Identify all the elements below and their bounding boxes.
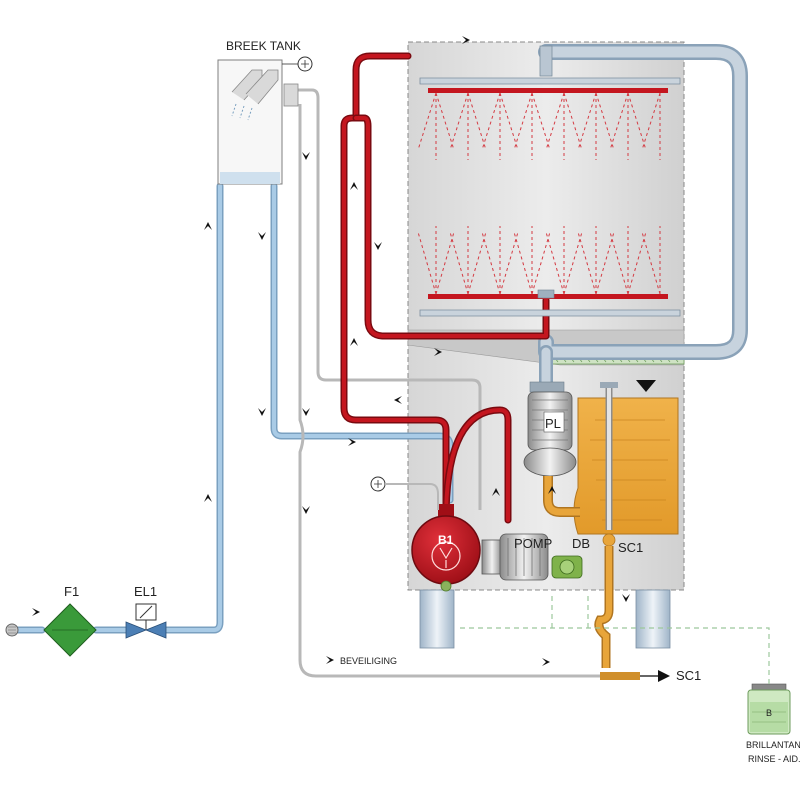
label-beveiliging: BEVEILIGING [340,656,397,666]
label-sc1-outlet: SC1 [676,668,701,683]
label-el1: EL1 [134,584,157,599]
label-pomp: POMP [514,536,552,551]
label-rinse-aid: RINSE - AID. [748,754,800,764]
rinse-aid-line [460,592,770,684]
wash-pump-pl [523,381,580,517]
hot-rinse-lines [340,52,550,524]
label-container-mark: B [766,708,772,718]
booster-pump [481,533,549,581]
drain-sc1 [594,382,618,668]
upper-wash-arm [419,45,681,93]
label-brillantante: BRILLANTANTE. [746,740,800,750]
pressure-gauge-icon [370,476,439,510]
filter-f1 [43,603,97,657]
label-sc1-vertical: SC1 [618,540,643,555]
pressure-gauge-icon [282,56,313,72]
machine-legs [419,589,671,649]
label-breek-tank: BREEK TANK [226,39,301,53]
flow-arrows [20,36,630,666]
detergent-pump-db [551,555,583,579]
lower-spray-pattern [417,226,661,295]
wash-tank [573,380,679,535]
upper-spray-pattern [417,92,661,160]
overflow-lines [290,88,670,682]
boiler-b1 [411,504,481,592]
rinse-aid-container [747,683,791,735]
label-pl: PL [545,416,561,431]
breaker-tank [217,59,299,185]
label-b1: B1 [438,533,454,547]
solenoid-valve-el1 [125,603,167,639]
clean-water-lines [14,44,748,634]
label-db: DB [572,536,590,551]
lower-wash-arm [419,289,681,317]
label-f1: F1 [64,584,79,599]
level-triangle-icon [636,380,656,392]
inlet-nozzle-icon [5,623,19,637]
